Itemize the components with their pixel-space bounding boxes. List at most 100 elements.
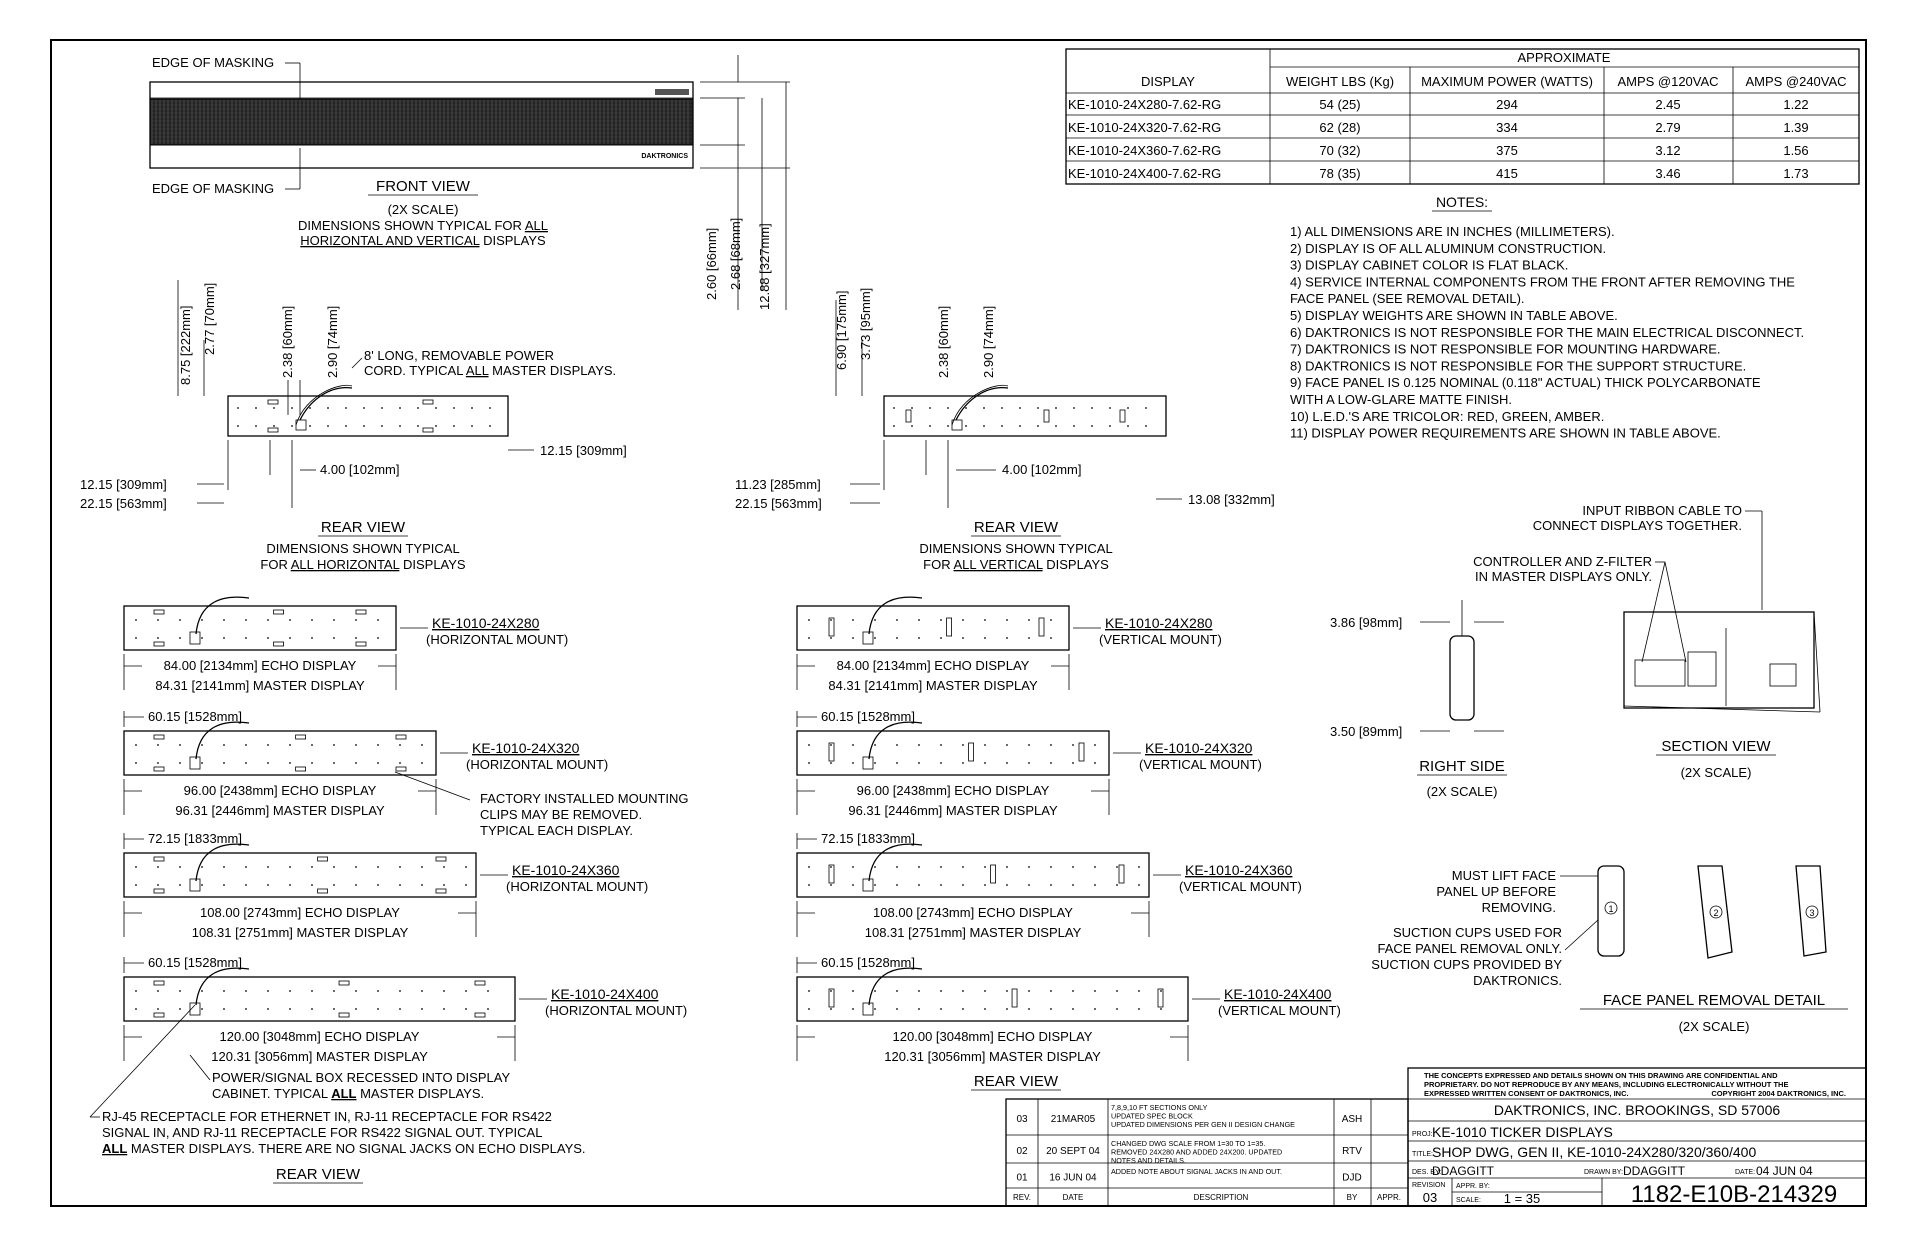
model-row: KE-1010-24X320(HORIZONTAL MOUNT)96.00 [2… [123, 709, 608, 818]
spec-cell: 3.12 [1655, 143, 1680, 158]
edge-masking-bottom-label: EDGE OF MASKING [152, 181, 274, 196]
rear-v-title: REAR VIEW [974, 519, 1059, 536]
master-dim: 120.31 [3056mm] MASTER DISPLAY [884, 1049, 1101, 1064]
col-amps120: AMPS @120VAC [1617, 74, 1718, 89]
rear-v-dim-v2: 3.73 [95mm] [858, 288, 873, 360]
master-dim: 120.31 [3056mm] MASTER DISPLAY [211, 1049, 428, 1064]
echo-dim: 96.00 [2438mm] ECHO DISPLAY [184, 783, 377, 798]
rear-h-dim-v3: 2.38 [60mm] [280, 306, 295, 378]
scale-value: 1 = 35 [1504, 1191, 1541, 1206]
model-name: KE-1010-24X360 [512, 862, 620, 878]
rear-v-dim-v4: 2.90 [74mm] [981, 306, 996, 378]
svg-text:SUCTION CUPS PROVIDED BY: SUCTION CUPS PROVIDED BY [1371, 957, 1562, 972]
spec-cell: KE-1010-24X400-7.62-RG [1068, 166, 1221, 181]
svg-text:TITLE:: TITLE: [1412, 1151, 1433, 1158]
svg-text:RJ-45 RECEPTACLE FOR ETHERNET: RJ-45 RECEPTACLE FOR ETHERNET IN, RJ-11 … [102, 1109, 552, 1124]
rear-h-dim-a: 12.15 [309mm] [80, 477, 167, 492]
right-side-title: RIGHT SIDE [1419, 758, 1505, 775]
model-cabinet [123, 605, 397, 651]
model-name: KE-1010-24X280 [432, 615, 540, 631]
section-view-scale: (2X SCALE) [1681, 765, 1752, 780]
rear-h-dim-v2: 2.77 [70mm] [202, 283, 217, 355]
rear-v-dim-c: 4.00 [102mm] [1002, 462, 1082, 477]
note-item: 7) DAKTRONICS IS NOT RESPONSIBLE FOR MOU… [1290, 342, 1721, 357]
svg-text:SCALE:: SCALE: [1456, 1197, 1481, 1204]
model-row: KE-1010-24X320(VERTICAL MOUNT)96.00 [243… [796, 709, 1262, 818]
panel-step-2 [1697, 865, 1733, 959]
spacing-dim: 60.15 [1528mm] [821, 709, 915, 724]
rj-note: RJ-45 RECEPTACLE FOR ETHERNET IN, RJ-11 … [89, 1004, 1061, 1184]
rear-v-cap2: FOR ALL VERTICAL DISPLAYS [923, 557, 1109, 572]
note-item: 9) FACE PANEL IS 0.125 NOMINAL (0.118" A… [1290, 375, 1761, 390]
model-cabinet [123, 730, 437, 776]
model-mount: (VERTICAL MOUNT) [1139, 757, 1262, 772]
model-mount: (HORIZONTAL MOUNT) [506, 879, 648, 894]
spec-cell: 1.56 [1783, 143, 1808, 158]
model-mount: (VERTICAL MOUNT) [1218, 1003, 1341, 1018]
spacing-dim: 60.15 [1528mm] [148, 955, 242, 970]
rev-desc: 7,8,9,10 FT SECTIONS ONLY [1111, 1103, 1208, 1112]
col-weight: WEIGHT LBS (Kg) [1286, 74, 1394, 89]
clips-note: FACTORY INSTALLED MOUNTING CLIPS MAY BE … [394, 771, 689, 838]
controller-board [1634, 659, 1686, 687]
svg-text:FACTORY INSTALLED MOUNTING: FACTORY INSTALLED MOUNTING [480, 791, 689, 806]
front-logo: DAKTRONICS [641, 153, 688, 160]
svg-text:CABINET. TYPICAL ALL MASTER DI: CABINET. TYPICAL ALL MASTER DISPLAYS. [212, 1086, 484, 1101]
edge-masking-top-label: EDGE OF MASKING [152, 55, 274, 70]
power-cord-h [299, 386, 353, 421]
svg-text:COPYRIGHT 2004 DAKTRONICS, INC: COPYRIGHT 2004 DAKTRONICS, INC. [1711, 1089, 1846, 1098]
model-row: KE-1010-24X280(HORIZONTAL MOUNT)84.00 [2… [123, 596, 568, 693]
led-matrix [149, 98, 694, 146]
model-mount: (HORIZONTAL MOUNT) [426, 632, 568, 647]
spec-cell: 78 (35) [1319, 166, 1360, 181]
echo-dim: 108.00 [2743mm] ECHO DISPLAY [873, 905, 1073, 920]
spec-cell: 70 (32) [1319, 143, 1360, 158]
echo-dim: 84.00 [2134mm] ECHO DISPLAY [837, 658, 1030, 673]
model-cabinet [796, 852, 1150, 898]
rear-view-vertical: 6.90 [175mm] 3.73 [95mm] 2.38 [60mm] 2.9… [735, 288, 1275, 572]
rev-by: DJD [1342, 1173, 1361, 1184]
model-row: KE-1010-24X400(HORIZONTAL MOUNT)120.00 [… [123, 955, 687, 1064]
note-item: 3) DISPLAY CABINET COLOR IS FLAT BLACK. [1290, 258, 1568, 273]
spec-cell: 2.79 [1655, 120, 1680, 135]
rev-desc: UPDATED SPEC BLOCK [1111, 1112, 1193, 1121]
spec-cell: 375 [1496, 143, 1518, 158]
svg-text:1: 1 [1608, 904, 1613, 914]
spec-cell: 62 (28) [1319, 120, 1360, 135]
rear-h-dim-v1: 8.75 [222mm] [178, 306, 193, 386]
note-item: WITH A LOW-GLARE MATTE FINISH. [1290, 392, 1512, 407]
svg-text:DESCRIPTION: DESCRIPTION [1194, 1193, 1249, 1202]
rev-date: 20 SEPT 04 [1046, 1146, 1100, 1157]
rear-h-dim-v4: 2.90 [74mm] [325, 306, 340, 378]
project-name: KE-1010 TICKER DISPLAYS [1432, 1124, 1613, 1140]
note-item: 6) DAKTRONICS IS NOT RESPONSIBLE FOR THE… [1290, 325, 1804, 340]
col-display: DISPLAY [1141, 74, 1195, 89]
right-side-scale: (2X SCALE) [1427, 784, 1498, 799]
drawing-number: 1182-E10B-214329 [1631, 1181, 1837, 1208]
svg-text:PROPRIETARY. DO NOT REPRODUCE: PROPRIETARY. DO NOT REPRODUCE BY ANY MEA… [1424, 1080, 1788, 1089]
rev-desc: REMOVED 24X280 AND ADDED 24X200. UPDATED [1111, 1148, 1282, 1157]
right-side-dim-top: 3.86 [98mm] [1330, 615, 1402, 630]
rear-h-title: REAR VIEW [321, 519, 406, 536]
model-mount: (VERTICAL MOUNT) [1099, 632, 1222, 647]
spec-cell: 1.39 [1783, 120, 1808, 135]
section-housing [1623, 611, 1815, 709]
power-box-note: POWER/SIGNAL BOX RECESSED INTO DISPLAY C… [189, 1054, 510, 1101]
note-item: 10) L.E.D.'S ARE TRICOLOR: RED, GREEN, A… [1290, 409, 1604, 424]
rev-by: RTV [1342, 1146, 1362, 1157]
note-item: FACE PANEL (SEE REMOVAL DETAIL). [1290, 291, 1525, 306]
rear-h-cabinet [227, 395, 509, 437]
spacing-dim: 60.15 [1528mm] [148, 709, 242, 724]
front-dim-c: 12.88 [327mm] [757, 223, 772, 310]
model-cabinet [123, 976, 516, 1022]
front-dim-a: 2.60 [66mm] [704, 228, 719, 300]
master-dim: 96.31 [2446mm] MASTER DISPLAY [848, 803, 1058, 818]
rear-v-cap1: DIMENSIONS SHOWN TYPICAL [919, 541, 1112, 556]
front-caption-1: DIMENSIONS SHOWN TYPICAL FOR ALL [298, 218, 548, 233]
revision-number: 03 [1423, 1190, 1437, 1205]
svg-text:PANEL UP BEFORE: PANEL UP BEFORE [1436, 884, 1556, 899]
model-cabinet [796, 605, 1070, 651]
spec-cell: 54 (25) [1319, 97, 1360, 112]
rear-v-dim-v1: 6.90 [175mm] [834, 291, 849, 371]
